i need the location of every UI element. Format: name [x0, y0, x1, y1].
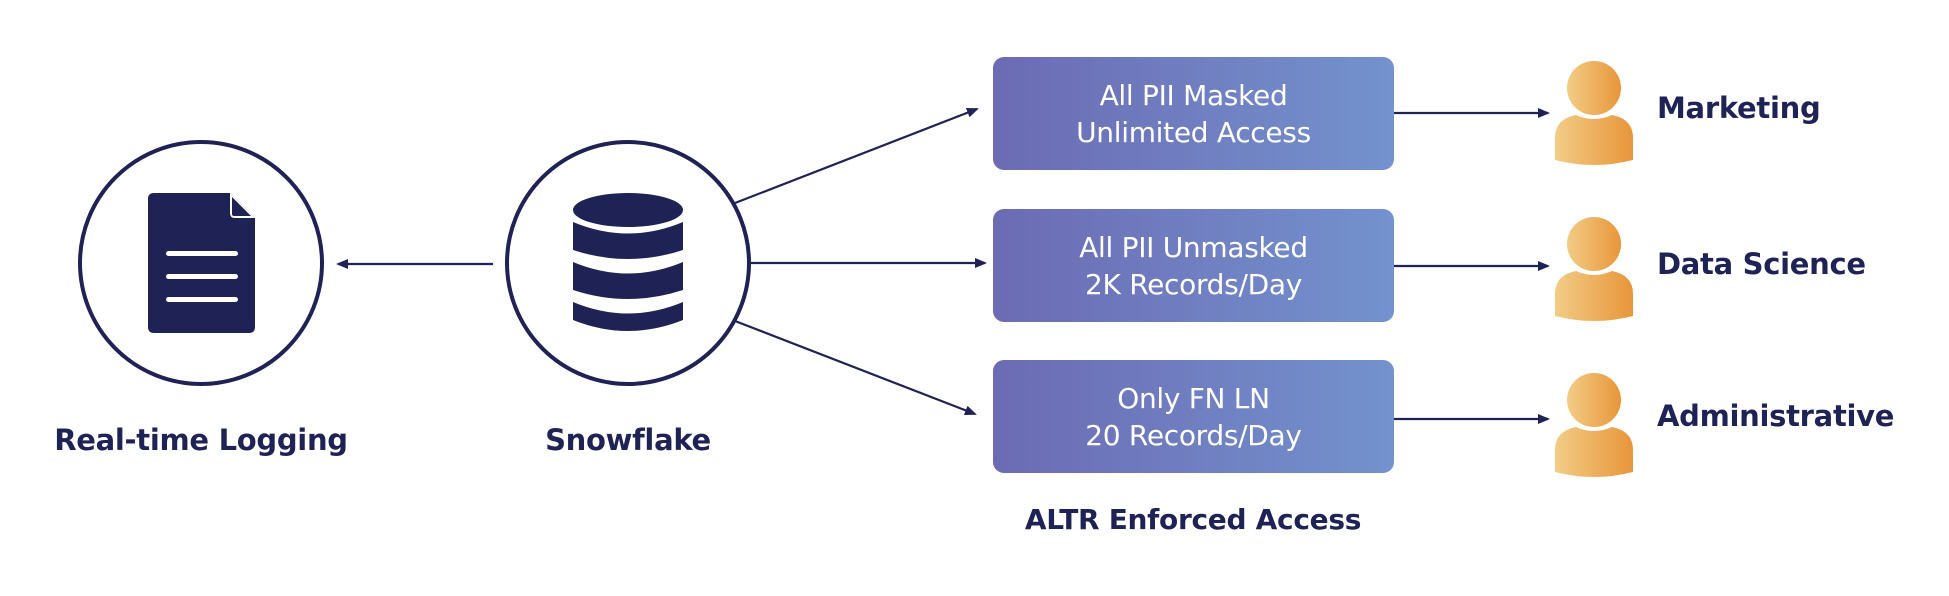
access-group-label: ALTR Enforced Access: [1024, 503, 1362, 536]
rule-line-2: 2K Records/Day: [1085, 267, 1302, 301]
rule-line-1: All PII Unmasked: [1079, 230, 1308, 264]
access-rule-box: Only FN LN 20 Records/Day: [993, 360, 1394, 473]
snowflake-node: [505, 140, 751, 386]
user-label-data-science: Data Science: [1657, 247, 1866, 281]
logging-node: [78, 140, 324, 386]
user-icon: [1555, 61, 1633, 165]
user-icon: [1555, 217, 1633, 321]
access-rule-box: All PII Masked Unlimited Access: [993, 57, 1394, 170]
access-rule-box: All PII Unmasked 2K Records/Day: [993, 209, 1394, 322]
user-label-administrative: Administrative: [1657, 399, 1895, 433]
user-label-marketing: Marketing: [1657, 91, 1821, 125]
logging-label: Real-time Logging: [54, 423, 348, 457]
rule-line-1: All PII Masked: [1099, 78, 1288, 112]
database-icon: [573, 193, 683, 331]
user-icon: [1555, 373, 1633, 477]
rule-line-1: Only FN LN: [1117, 381, 1270, 415]
rule-line-2: 20 Records/Day: [1085, 418, 1302, 452]
snowflake-label: Snowflake: [545, 423, 711, 457]
rule-line-2: Unlimited Access: [1076, 115, 1311, 149]
arrow-to-rule-3: [734, 319, 977, 416]
document-icon: [148, 193, 255, 333]
arrow-to-rule-1: [734, 107, 979, 205]
